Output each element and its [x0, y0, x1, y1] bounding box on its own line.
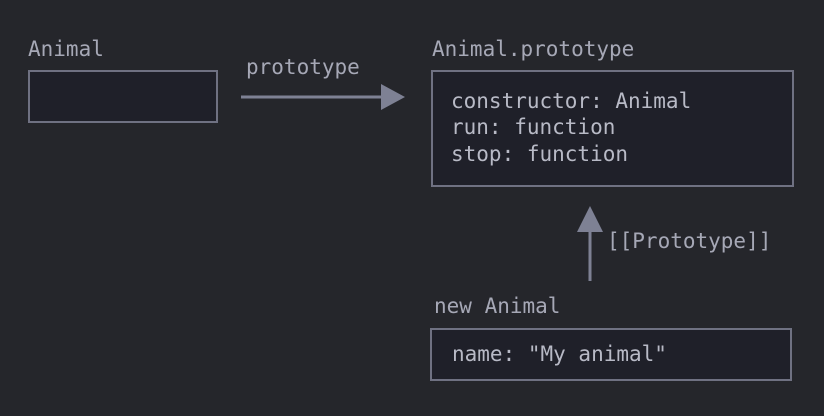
proto-link-arrow [577, 206, 603, 281]
prototype-line-constructor: constructor: Animal [451, 89, 692, 113]
prototype-line-stop: stop: function [451, 142, 629, 166]
new-animal-title: new Animal [434, 294, 561, 318]
new-animal-box [430, 328, 792, 381]
new-animal-line-name: name: "My animal" [452, 342, 667, 366]
animal-prototype-title: Animal.prototype [432, 37, 635, 61]
proto-link-edge-label: [[Prototype]] [607, 229, 772, 253]
animal-title: Animal [28, 37, 104, 61]
animal-prototype-box [431, 70, 794, 187]
prototype-line-run: run: function [451, 115, 616, 139]
prototype-arrow [241, 84, 405, 110]
prototype-edge-label: prototype [246, 55, 360, 79]
animal-box [28, 70, 218, 123]
